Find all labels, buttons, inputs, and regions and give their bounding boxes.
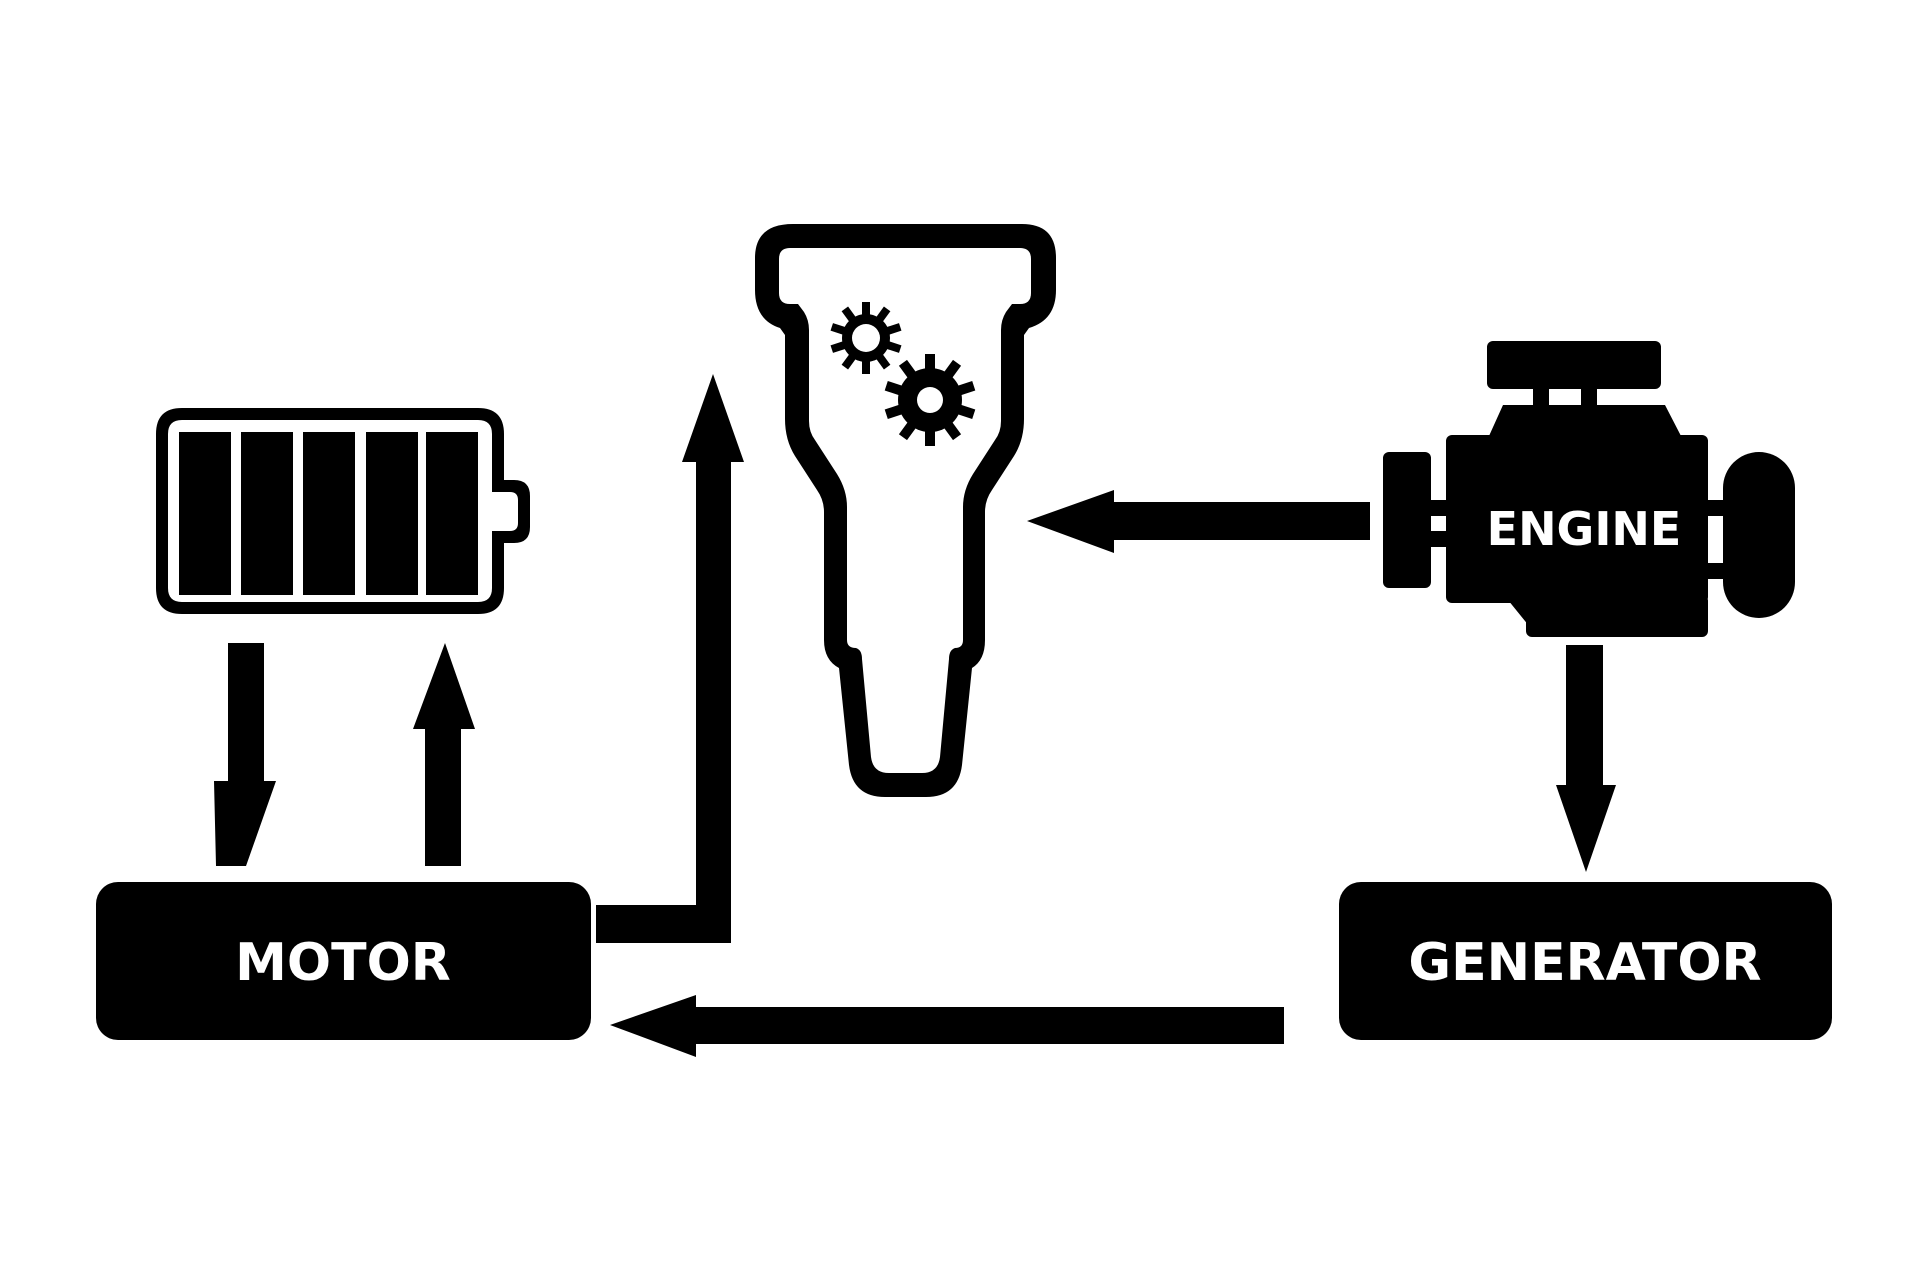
arrow-motor-to-transmission <box>596 374 744 943</box>
transmission-outline <box>755 224 1056 797</box>
arrow-engine-to-transmission <box>1027 490 1370 553</box>
arrow-engine-to-generator <box>1556 645 1616 872</box>
large-gear-icon <box>884 354 976 446</box>
battery-cell-3 <box>303 432 355 595</box>
motor-box <box>96 882 591 1040</box>
engine-label: ENGINE <box>1487 502 1682 556</box>
battery-icon <box>156 408 530 614</box>
arrow-motor-to-battery <box>413 643 475 866</box>
transmission-gears-icon <box>755 224 1056 797</box>
generator-node[interactable]: GENERATOR <box>1339 882 1832 1040</box>
motor-label: MOTOR <box>235 933 451 993</box>
battery-outline <box>156 408 530 614</box>
battery-cell-2 <box>241 432 293 595</box>
motor-node[interactable]: MOTOR <box>96 882 591 1040</box>
small-gear-icon <box>830 302 902 374</box>
arrow-battery-to-motor <box>214 643 276 866</box>
engine-node[interactable]: ENGINE <box>1383 341 1795 637</box>
arrow-generator-to-motor <box>610 995 1284 1057</box>
battery-cell-4 <box>366 432 418 595</box>
battery-cell-1 <box>179 432 231 595</box>
engine-icon <box>1383 341 1795 637</box>
generator-box <box>1339 882 1832 1040</box>
battery-cell-5 <box>426 432 478 595</box>
generator-label: GENERATOR <box>1408 933 1761 993</box>
